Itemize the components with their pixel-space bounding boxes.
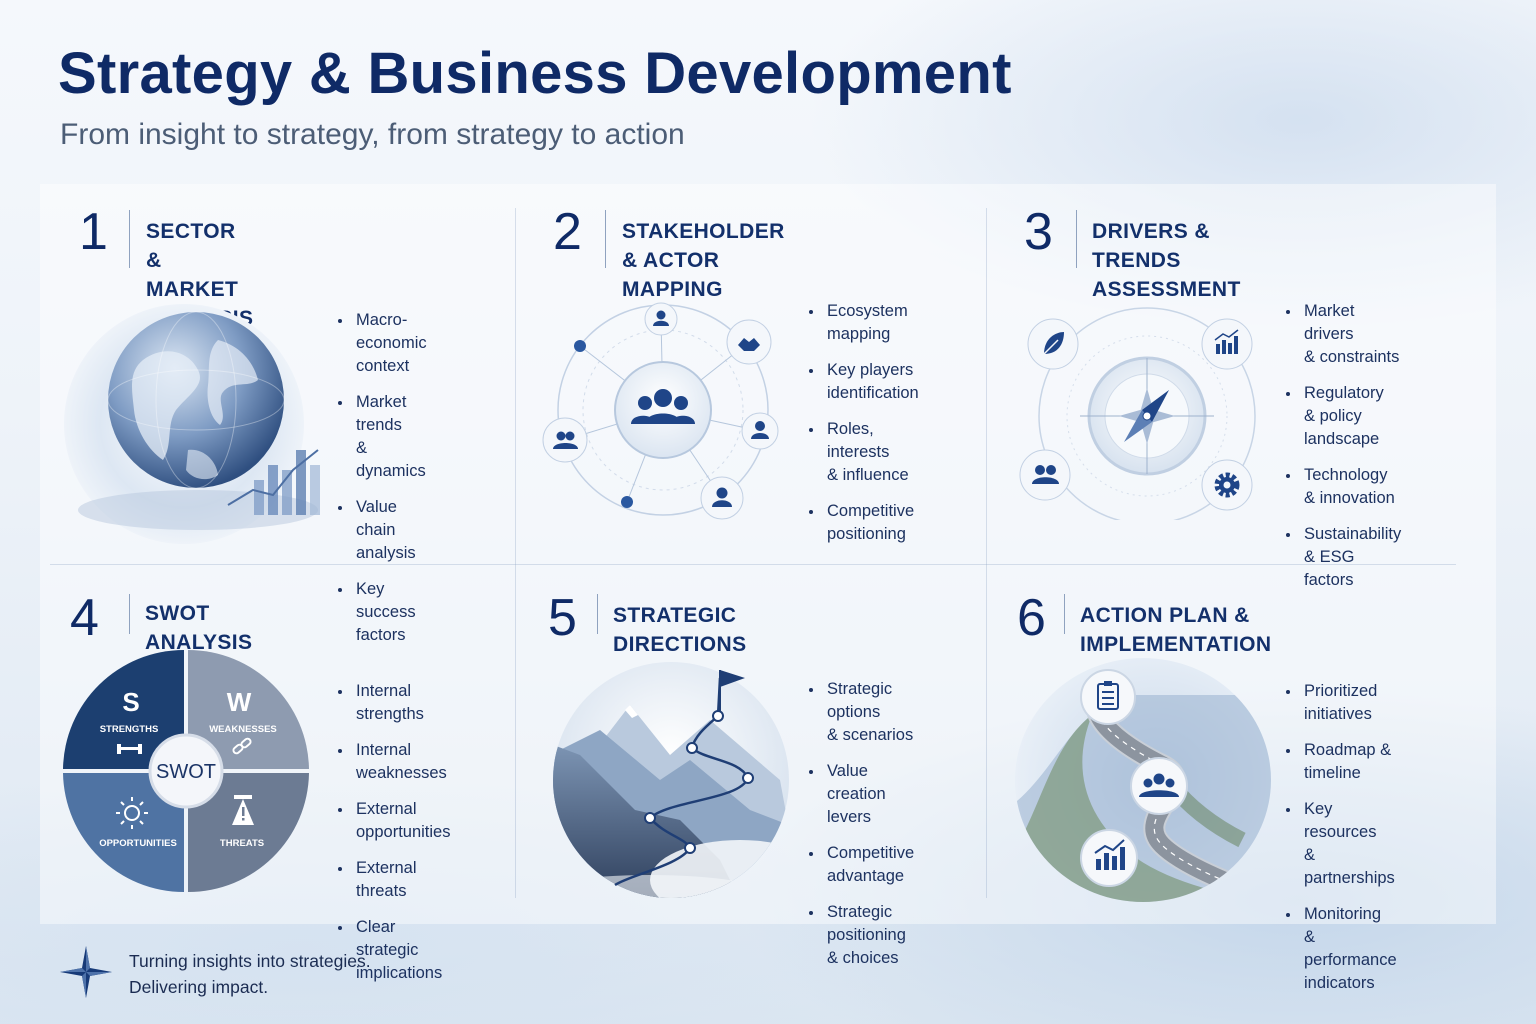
team-node bbox=[1130, 757, 1188, 815]
list-item: Roles, interests& influence bbox=[809, 418, 919, 487]
list-item: Technology& innovation bbox=[1286, 464, 1401, 510]
group-icon bbox=[631, 389, 695, 424]
list-item: Internal strengths bbox=[338, 680, 450, 726]
network-dot bbox=[574, 340, 586, 352]
handshake-node bbox=[726, 319, 772, 365]
warning-icon bbox=[232, 795, 254, 825]
section-number: 3 bbox=[1024, 203, 1053, 261]
swot-letter: W bbox=[227, 687, 252, 717]
section-title: DRIVERS & TRENDS ASSESSMENT bbox=[1092, 220, 1241, 301]
broken-link-icon bbox=[232, 737, 252, 755]
sun-icon bbox=[116, 797, 148, 829]
list-item: Regulatory& policy landscape bbox=[1286, 382, 1401, 451]
network-dot bbox=[621, 496, 633, 508]
bullet-list: Strategic options& scenarios Value creat… bbox=[809, 678, 914, 983]
stakeholder-network-illustration bbox=[542, 302, 779, 520]
section-number: 2 bbox=[553, 203, 582, 261]
page-title: Strategy & Business Development bbox=[58, 41, 1012, 106]
compass-illustration bbox=[1019, 307, 1256, 520]
swot-quadrant-s bbox=[63, 650, 184, 769]
person-node bbox=[644, 302, 678, 336]
section-title: SWOT ANALYSIS bbox=[145, 602, 253, 654]
growth-chart-node bbox=[1080, 829, 1138, 887]
section-number: 4 bbox=[70, 589, 99, 647]
bullet-list: Prioritized initiatives Roadmap & timeli… bbox=[1286, 680, 1397, 1008]
list-item: Key resources& partnerships bbox=[1286, 798, 1397, 890]
swot-center-label: SWOT bbox=[156, 761, 216, 783]
swot-label: STRENGTHS bbox=[100, 724, 159, 735]
section-title: ACTION PLAN & IMPLEMENTATION bbox=[1080, 604, 1272, 656]
globe-illustration bbox=[64, 304, 320, 544]
people-node bbox=[542, 417, 588, 463]
number-divider bbox=[605, 210, 606, 268]
people-node bbox=[1019, 449, 1071, 501]
number-divider bbox=[129, 210, 130, 268]
list-item: Prioritized initiatives bbox=[1286, 680, 1397, 726]
row-divider bbox=[50, 564, 1456, 565]
bullet-list: Internal strengths Internal weaknesses E… bbox=[338, 680, 450, 998]
section-number: 1 bbox=[79, 203, 108, 261]
number-divider bbox=[1076, 210, 1077, 268]
number-divider bbox=[129, 594, 130, 634]
mountain-illustration bbox=[553, 662, 789, 898]
compass-star-icon bbox=[60, 946, 112, 998]
swot-label: THREATS bbox=[220, 838, 264, 849]
list-item: Value chain analysis bbox=[338, 496, 427, 565]
gear-node bbox=[1201, 459, 1253, 511]
swot-diagram: S STRENGTHS W WEAKNESSES OPPORTUNITIES T… bbox=[63, 650, 309, 892]
person-node bbox=[741, 412, 779, 450]
list-item: Market drivers& constraints bbox=[1286, 300, 1401, 369]
swot-quadrant-w bbox=[188, 650, 309, 769]
person-node bbox=[700, 476, 744, 520]
page-subtitle: From insight to strategy, from strategy … bbox=[60, 118, 685, 151]
list-item: Strategic options& scenarios bbox=[809, 678, 914, 747]
swot-quadrant-t bbox=[188, 773, 309, 892]
coastal-road-illustration bbox=[1015, 658, 1271, 902]
leaf-node bbox=[1027, 318, 1079, 370]
list-item: Sustainability& ESG factors bbox=[1286, 523, 1401, 592]
checklist-node bbox=[1080, 669, 1136, 725]
chart-node bbox=[1201, 318, 1253, 370]
list-item: External opportunities bbox=[338, 798, 450, 844]
section-title: STRATEGIC DIRECTIONS bbox=[613, 604, 747, 656]
list-item: External threats bbox=[338, 857, 450, 903]
column-divider bbox=[515, 208, 516, 898]
list-item: Strategic positioning& choices bbox=[809, 901, 914, 970]
list-item: Market trends& dynamics bbox=[338, 391, 427, 483]
list-item: Internal weaknesses bbox=[338, 739, 450, 785]
number-divider bbox=[597, 594, 598, 634]
swot-label: OPPORTUNITIES bbox=[99, 838, 177, 849]
section-title: STAKEHOLDER & ACTOR MAPPING bbox=[622, 220, 785, 301]
section-number: 6 bbox=[1017, 589, 1046, 647]
number-divider bbox=[1064, 594, 1065, 634]
footer-tagline: Turning insights into strategies. Delive… bbox=[129, 951, 371, 997]
bullet-list: Market drivers& constraints Regulatory& … bbox=[1286, 300, 1401, 605]
dumbbell-icon bbox=[117, 744, 142, 754]
swot-quadrant-o bbox=[63, 773, 184, 892]
list-item: Roadmap & timeline bbox=[1286, 739, 1397, 785]
section-number: 5 bbox=[548, 589, 577, 647]
swot-letter: S bbox=[122, 687, 139, 717]
swot-label: WEAKNESSES bbox=[209, 724, 277, 735]
list-item: Key success factors bbox=[338, 578, 427, 647]
column-divider bbox=[986, 208, 987, 898]
flag-icon bbox=[720, 670, 745, 687]
